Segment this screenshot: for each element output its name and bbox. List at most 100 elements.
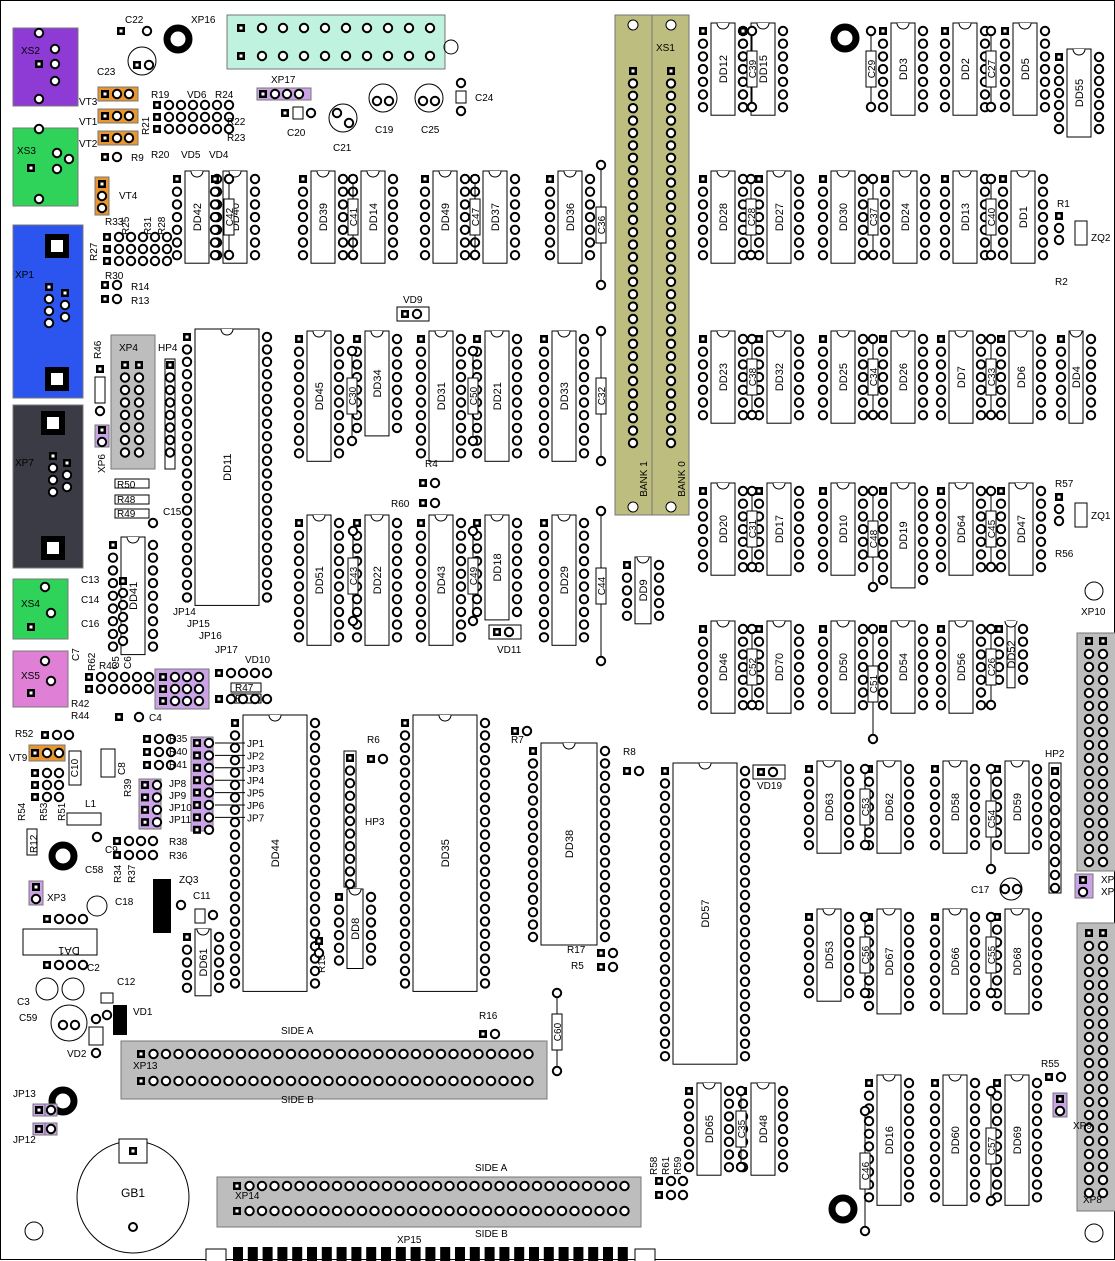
chip-pin: [843, 975, 855, 986]
header-pin: [1097, 648, 1109, 660]
chip-pin: [333, 619, 345, 630]
chip-pin: [917, 549, 929, 560]
header-pin: [164, 397, 176, 408]
chip-pin: [1085, 371, 1097, 383]
header-pin: [1083, 1135, 1095, 1147]
header-pin: [1097, 992, 1109, 1004]
chip-pin: [1037, 173, 1049, 185]
cap-body-v31: [859, 1152, 871, 1190]
header-pin: [569, 1180, 580, 1192]
chip-body-c65: [242, 714, 308, 992]
header-pin: [187, 111, 199, 123]
header-pin: [344, 765, 356, 776]
chip-pin: [877, 549, 889, 560]
chip-pin: [777, 38, 789, 49]
header-pin: [1083, 726, 1095, 738]
header-pin: [1083, 1187, 1095, 1199]
chip-pin: [309, 779, 321, 791]
chip-pin: [337, 199, 349, 210]
header-pin: [619, 1180, 630, 1192]
chip-pin: [1039, 38, 1051, 49]
label-l73: R54: [17, 802, 28, 821]
header-pin: [398, 1048, 409, 1060]
xp15-end: [634, 1248, 656, 1261]
chip-pin: [969, 988, 981, 999]
header-pin: [494, 1205, 505, 1217]
header-pin: [269, 1180, 280, 1192]
chip-pin: [527, 882, 539, 893]
chip-label-c18: DD13: [960, 203, 972, 231]
label-l89: C2: [87, 963, 100, 974]
mounting-hole: [48, 841, 78, 871]
chip-pin: [599, 907, 611, 918]
chip-pin: [817, 186, 829, 197]
chip-pin: [538, 581, 550, 592]
label-l67: JP8: [169, 779, 187, 790]
label-l22: VT4: [119, 191, 138, 202]
chip-pin: [975, 397, 987, 408]
header-pin: [607, 961, 619, 973]
chip-pin: [793, 674, 805, 685]
label-l28: R30: [105, 271, 124, 282]
chip-pin: [737, 700, 749, 711]
pad-hole: [943, 29, 947, 33]
zq2-crystal: [1074, 220, 1088, 246]
chip-notch: [772, 482, 786, 490]
chip-pin: [229, 792, 241, 803]
header-pin: [1083, 856, 1095, 868]
chip-pin: [863, 1090, 875, 1101]
chip-pin: [147, 577, 159, 589]
chip-pin: [843, 937, 855, 948]
chip-label-c13: DD36: [565, 203, 577, 231]
label-l45: R44: [71, 711, 90, 722]
chip-pin: [739, 1001, 751, 1012]
chip-pin: [351, 359, 363, 370]
chip-pin: [578, 346, 590, 357]
header-pin: [199, 111, 211, 123]
chip-pin: [975, 649, 987, 660]
cap-pad: [746, 333, 758, 345]
chip-pin: [843, 814, 855, 825]
chip-pin: [917, 574, 929, 586]
chip-pin: [107, 603, 119, 614]
chip-pin: [415, 530, 427, 541]
label-l5: VT1: [79, 117, 98, 128]
header-pin: [319, 22, 331, 34]
cap-body-v12: [467, 377, 479, 415]
chip-pin: [739, 889, 751, 901]
chip-notch: [882, 908, 896, 916]
chip-pin: [509, 224, 521, 236]
chip-body-c21: [364, 330, 390, 437]
cap-pad: [746, 623, 758, 635]
chip-pin: [917, 498, 929, 509]
chip-pin: [817, 549, 829, 560]
chip-pin: [777, 1111, 789, 1122]
chip-pin: [455, 422, 467, 434]
header-pin: [151, 804, 163, 815]
label-l76: L1: [85, 799, 97, 810]
cap-body-v23: [746, 648, 758, 686]
header-pin: [665, 165, 677, 176]
chip-pin: [599, 820, 611, 831]
chip-pin: [817, 359, 829, 370]
header-pin: [133, 384, 145, 396]
chip-pin: [975, 346, 987, 357]
chip-pin: [917, 359, 929, 370]
pad-hole: [217, 671, 221, 675]
pad-hole: [1081, 878, 1085, 882]
chip-pin: [879, 250, 891, 261]
header-pin: [627, 338, 639, 349]
chip-pin: [979, 186, 991, 197]
header-pin: [1097, 661, 1109, 673]
header-pin: [411, 308, 423, 320]
vd1-diode: [113, 1005, 127, 1035]
chip-pin: [578, 384, 590, 395]
xp1-hole: [51, 240, 63, 252]
header-pin: [1053, 222, 1065, 234]
chip-pin: [903, 789, 915, 800]
label-l37: C14: [81, 595, 100, 606]
chip-notch: [698, 762, 712, 770]
chip-body-c22: [428, 330, 454, 462]
cap-label-v31: C46: [861, 1161, 872, 1180]
chip-pin: [903, 962, 915, 973]
